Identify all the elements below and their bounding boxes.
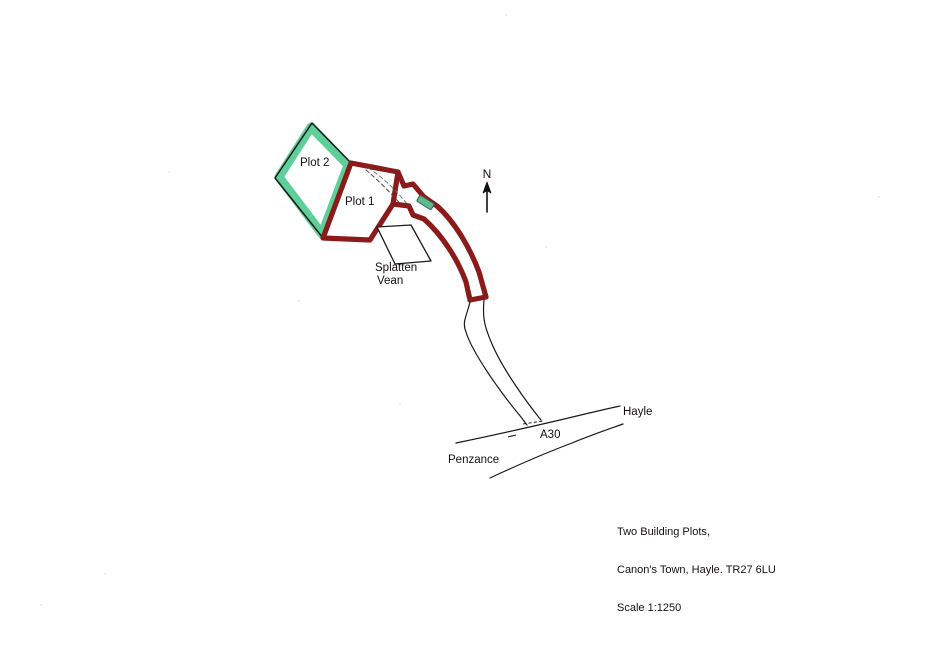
a30-north-kerb	[455, 405, 621, 444]
hayle-direction-label: Hayle	[623, 406, 652, 418]
scan-speck	[168, 171, 170, 173]
north-arrow-letter: N	[483, 167, 492, 181]
lane-east-edge	[482, 299, 542, 421]
plot-1-label: Plot 1	[345, 196, 374, 208]
scan-speck	[505, 14, 507, 16]
plot-1-dashed-track-2	[367, 167, 413, 211]
scan-speck	[104, 573, 106, 575]
driveway-west-edge	[390, 201, 473, 303]
caption-line-scale: Scale 1:1250	[617, 601, 682, 614]
building-outline	[376, 224, 432, 265]
plot-2-green-band	[274, 122, 353, 239]
caption-line-title: Two Building Plots,	[617, 526, 710, 539]
a30-road	[455, 405, 624, 479]
lane-to-a30	[463, 299, 544, 426]
lane-west-edge	[463, 301, 528, 426]
plot-2-parcel[interactable]	[274, 122, 353, 239]
north-arrow-head	[482, 181, 492, 194]
splatten-vean-building[interactable]	[376, 224, 432, 265]
driveway-south-cap	[467, 294, 489, 303]
plan-caption: Two Building Plots, Canon's Town, Hayle.…	[617, 501, 776, 640]
junction-dashes	[522, 420, 544, 425]
driveway-east-edge	[395, 169, 489, 300]
building-label-line2: Vean	[377, 275, 403, 287]
a30-south-kerb	[489, 423, 624, 479]
scan-speck	[545, 246, 547, 248]
scan-speck	[40, 604, 42, 606]
a30-kerb-tick	[507, 434, 517, 438]
a30-road-label: A30	[540, 429, 560, 441]
building-label-line1: Splatten	[375, 262, 417, 274]
access-driveway[interactable]	[390, 169, 489, 303]
caption-line-address: Canon's Town, Hayle. TR27 6LU	[617, 563, 776, 576]
access-gate-marker[interactable]	[416, 195, 435, 210]
penzance-direction-label: Penzance	[448, 454, 499, 466]
north-arrow: N	[482, 167, 492, 213]
scan-speck	[878, 196, 880, 198]
plot-2-label: Plot 2	[300, 157, 329, 169]
plot-1-boundary	[320, 160, 401, 243]
scan-speck	[399, 403, 401, 405]
scan-speck	[298, 300, 300, 302]
